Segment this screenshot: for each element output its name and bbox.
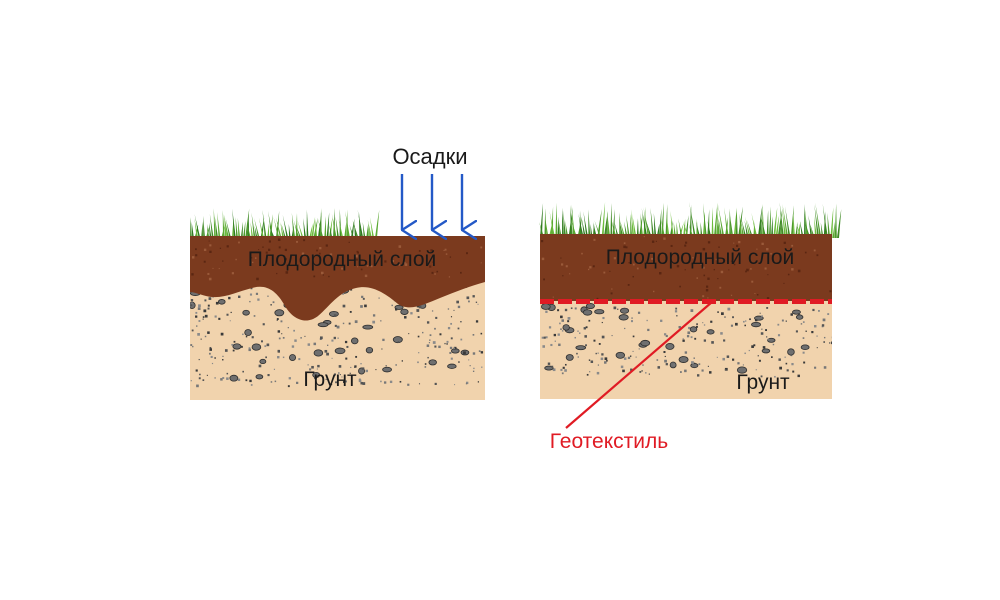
precipitation-arrows — [400, 174, 462, 230]
right-topsoil-label: Плодородный слой — [606, 246, 795, 269]
precipitation-label: Осадки — [392, 144, 467, 169]
left-topsoil-layer — [190, 236, 485, 321]
right-ground-pebbles — [541, 303, 832, 378]
left-ground-label: Грунт — [303, 368, 357, 391]
left-soil-section: Плодородный слой Грунт — [190, 208, 485, 400]
right-ground-label: Грунт — [736, 371, 790, 394]
left-topsoil-label: Плодородный слой — [248, 248, 437, 271]
right-grass — [539, 202, 842, 238]
right-ground-layer — [540, 300, 832, 399]
geotextile-pointer-line — [565, 301, 713, 429]
right-topsoil-specks — [541, 236, 832, 300]
geotextile-label: Геотекстиль — [550, 430, 668, 453]
left-grass — [190, 208, 380, 240]
left-topsoil-specks — [191, 238, 483, 281]
right-soil-section: Плодородный слой Грунт — [539, 202, 842, 399]
